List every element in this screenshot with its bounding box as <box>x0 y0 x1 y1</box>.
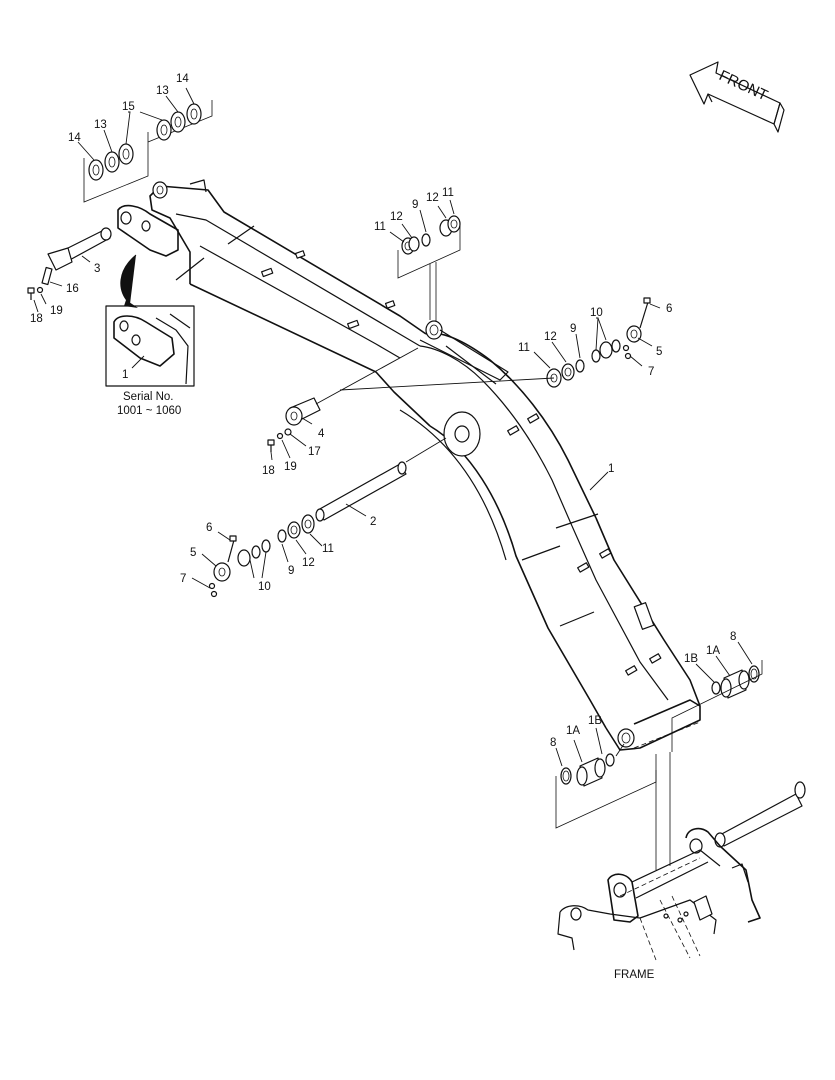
callout-11: 11 <box>442 187 454 199</box>
callout-5: 5 <box>656 346 662 358</box>
callout-1B: 1B <box>588 715 602 727</box>
callout-14: 14 <box>176 73 189 85</box>
callout-9: 9 <box>288 565 294 577</box>
callout-13: 13 <box>94 119 107 131</box>
callout-12: 12 <box>426 192 439 204</box>
frame-label: FRAME <box>614 969 655 981</box>
callout-13: 13 <box>156 85 169 97</box>
pin-4 <box>267 347 419 452</box>
pin-2 <box>315 437 447 522</box>
callout-1A: 1A <box>566 725 580 737</box>
callout-18: 18 <box>262 465 275 477</box>
callout-8: 8 <box>730 631 736 643</box>
callout-10: 10 <box>258 581 271 593</box>
callout-12: 12 <box>390 211 403 223</box>
callout-7: 7 <box>648 366 654 378</box>
callout-10: 10 <box>590 307 603 319</box>
callout-19: 19 <box>50 305 63 317</box>
callout-6: 6 <box>666 303 672 315</box>
right-pin-hardware-group <box>339 297 651 391</box>
callout-1A: 1A <box>706 645 720 657</box>
callout-3: 3 <box>94 263 100 275</box>
callout-17: 17 <box>308 446 321 458</box>
head-pin-washers-group <box>83 100 213 203</box>
callout-11: 11 <box>322 543 334 555</box>
callout-11: 11 <box>518 342 530 354</box>
foot-bushings-left <box>555 743 657 829</box>
leader-lines <box>33 87 753 767</box>
callout-2: 2 <box>370 516 376 528</box>
inset-caption-line2: 1001 ~ 1060 <box>117 405 181 417</box>
callout-12: 12 <box>544 331 557 343</box>
inset-caption-line1: Serial No. <box>123 391 174 403</box>
callout-11: 11 <box>374 221 386 233</box>
callout-12: 12 <box>302 557 315 569</box>
foot-bushings-right <box>671 660 763 752</box>
left-pin-hardware-group <box>208 514 315 598</box>
callout-6: 6 <box>206 522 212 534</box>
callout-1: 1 <box>608 463 614 475</box>
callout-14: 14 <box>68 132 81 144</box>
boom-body <box>149 179 701 751</box>
callout-8: 8 <box>550 737 556 749</box>
callout-9: 9 <box>570 323 576 335</box>
callout-18: 18 <box>30 313 43 325</box>
frame-assembly: FRAME <box>557 752 806 981</box>
callouts: 14 13 15 13 14 3 16 18 19 11 12 9 12 11 … <box>30 73 736 749</box>
callout-16: 16 <box>66 283 79 295</box>
callout-7: 7 <box>180 573 186 585</box>
serial-inset: 1 Serial No. 1001 ~ 1060 <box>105 254 195 417</box>
callout-19: 19 <box>284 461 297 473</box>
callout-9: 9 <box>412 199 418 211</box>
callout-15: 15 <box>122 101 135 113</box>
front-direction-arrow: FRONT <box>689 61 785 133</box>
inset-part-label: 1 <box>122 369 128 381</box>
pin-3 <box>27 204 179 300</box>
callout-5: 5 <box>190 547 196 559</box>
cylinder-top-washers-group <box>397 215 461 322</box>
callout-1B: 1B <box>684 653 698 665</box>
callout-4: 4 <box>318 428 325 440</box>
